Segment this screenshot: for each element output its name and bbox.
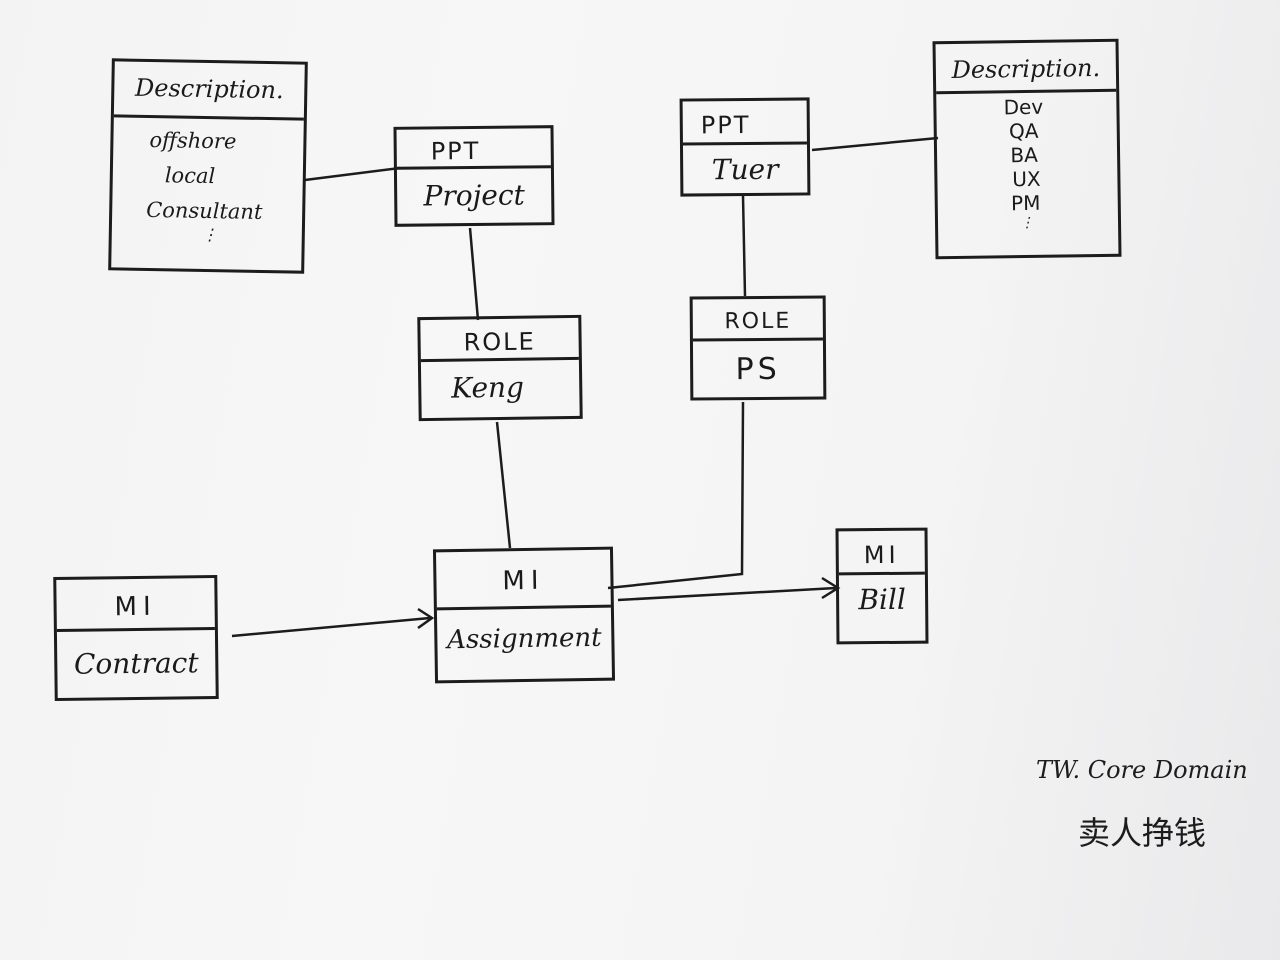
ppt-project-name: Project — [423, 178, 526, 213]
mi-bill-stereotype: MI — [838, 530, 925, 576]
connector-tuer-ps — [741, 195, 747, 297]
connector-ps-assignment — [607, 401, 745, 590]
role-ps-name: PS — [735, 351, 781, 388]
mi-assignment-name: Assignment — [446, 622, 602, 656]
description-left-item: offshore — [149, 127, 237, 154]
mi-contract-box: MI Contract — [53, 575, 219, 701]
ppt-tuer-box: PPT Tuer — [679, 97, 811, 197]
description-right-item: BA — [1010, 142, 1038, 168]
mi-contract-name: Contract — [73, 646, 199, 681]
mi-bill-box: MI Bill — [835, 527, 929, 645]
connector-assignment-bill — [617, 586, 837, 602]
mi-assignment-box: MI Assignment — [432, 546, 616, 684]
description-right-item: PM — [1010, 190, 1041, 216]
mi-bill-name: Bill — [858, 582, 906, 617]
connector-keng-assignment — [495, 421, 512, 549]
description-right-item: ⋮ — [1019, 214, 1035, 232]
ppt-project-stereotype: PPT — [396, 128, 551, 170]
description-left-item: local — [164, 163, 216, 189]
description-right-item: QA — [1008, 118, 1039, 144]
role-ps-stereotype: ROLE — [692, 298, 823, 342]
description-left-item: ⋮ — [201, 224, 218, 244]
mi-contract-stereotype: MI — [56, 578, 215, 632]
caption-title: TW. Core Domain — [1036, 756, 1248, 784]
description-right-item: Dev — [1003, 94, 1044, 120]
connector-tuer-description — [811, 136, 939, 152]
ppt-project-box: PPT Project — [393, 125, 555, 227]
caption-subtitle: 卖人挣钱 — [1078, 814, 1207, 852]
description-right-title: Description. — [935, 41, 1117, 95]
connector-description-project — [304, 166, 401, 182]
connector-project-keng — [468, 227, 480, 321]
arrowhead-assignment — [417, 607, 435, 630]
description-left-box: Description. offshore local Consultant ⋮ — [108, 58, 308, 274]
description-left-item: Consultant — [146, 198, 263, 225]
description-right-item: UX — [1012, 166, 1041, 192]
role-keng-box: ROLE Keng — [417, 314, 583, 422]
description-left-title: Description. — [113, 61, 305, 121]
role-keng-stereotype: ROLE — [420, 317, 579, 363]
ppt-tuer-name: Tuer — [711, 152, 779, 187]
role-ps-box: ROLE PS — [689, 295, 827, 401]
description-right-box: Description. Dev QA BA UX PM ⋮ — [932, 38, 1122, 260]
mi-assignment-stereotype: MI — [436, 549, 611, 611]
role-keng-name: Keng — [451, 370, 525, 405]
ppt-tuer-stereotype: PPT — [682, 100, 807, 146]
connector-contract-assignment — [231, 616, 431, 638]
